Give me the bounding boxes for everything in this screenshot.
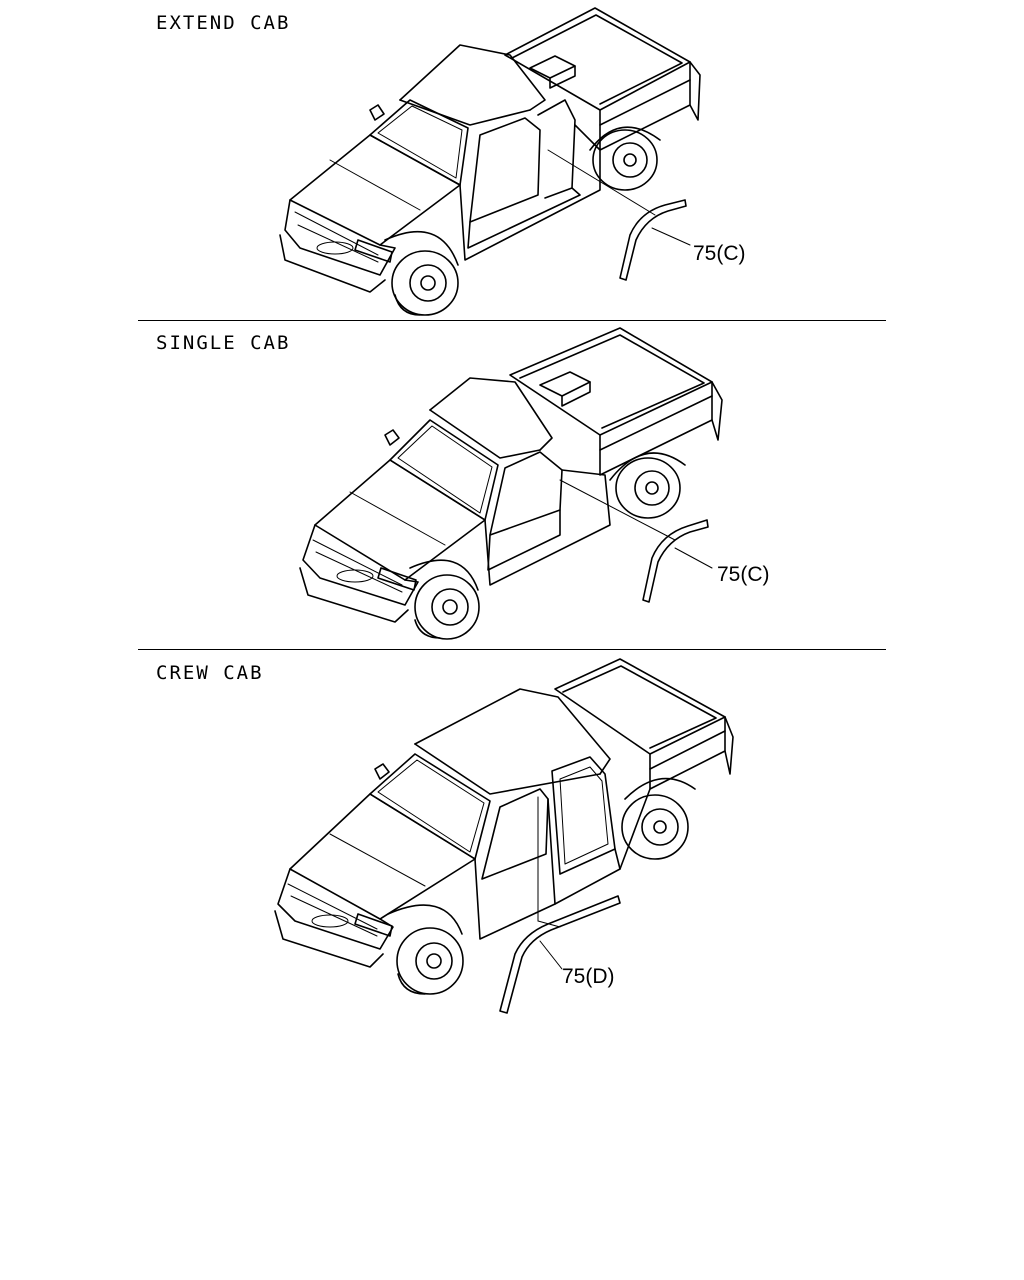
callout-75c-single: 75(C) — [717, 563, 770, 586]
callout-75d-crew: 75(D) — [562, 965, 615, 988]
panel-title-crew-cab: CREW CAB — [156, 662, 264, 684]
divider-1 — [138, 320, 886, 321]
truck-extend-cab-drawing — [279, 7, 701, 316]
truck-crew-cab-drawing — [274, 658, 734, 1014]
panel-title-extend-cab: EXTEND CAB — [156, 12, 291, 34]
panel-title-single-cab: SINGLE CAB — [156, 332, 291, 354]
callout-75c-extend: 75(C) — [693, 242, 746, 265]
truck-single-cab-drawing — [299, 327, 723, 640]
divider-2 — [138, 649, 886, 650]
